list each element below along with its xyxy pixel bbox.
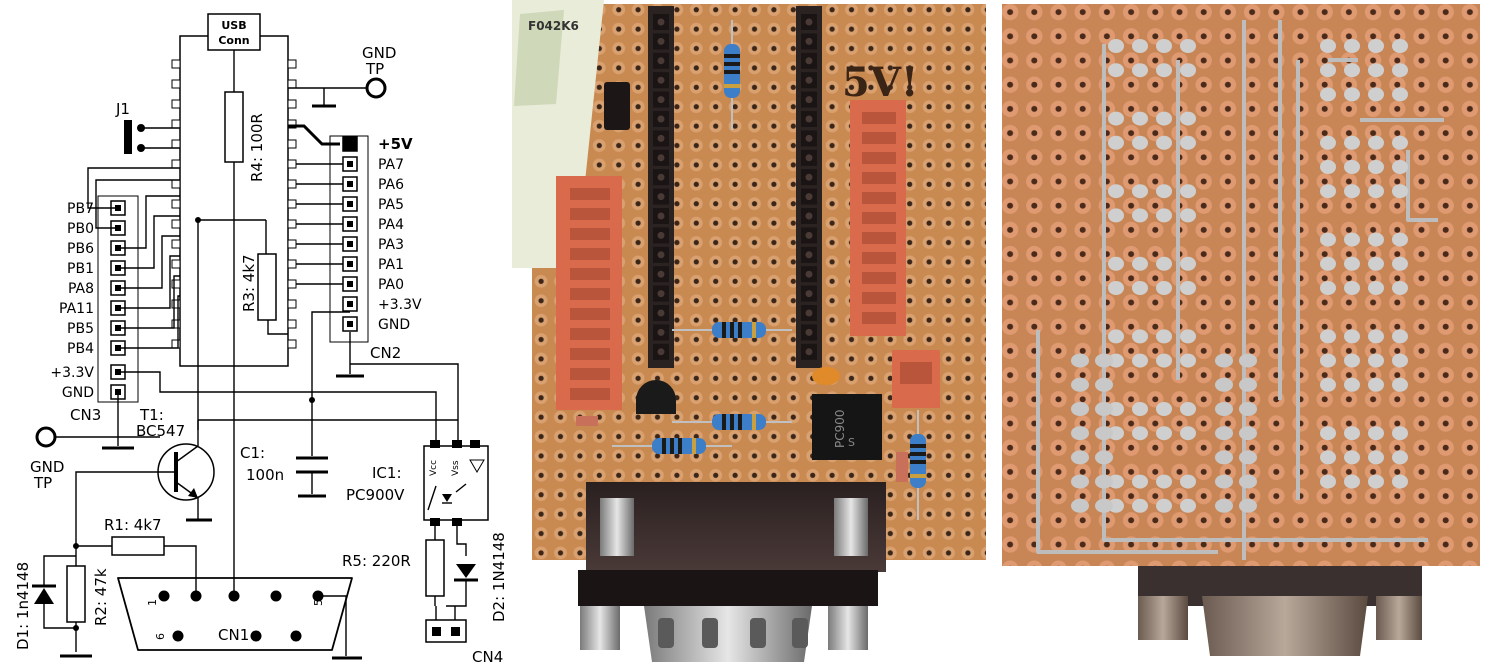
r3-label: R3: 4k7 [240,254,258,312]
cn3-pin-label: PA11 [59,301,94,317]
r2-label: R2: 47k [92,568,110,626]
jumper-j1-photo [604,82,630,130]
cn1-pin5-label: 5 [312,599,325,606]
gnd-testpoint-top [365,77,387,99]
capacitor-c1-photo [812,367,840,385]
ic-pc900-photo [812,394,882,460]
marking-5v: 5V! [842,59,918,106]
cn3-pin-label: GND [62,385,94,401]
cn3-pin-label: PB4 [67,341,94,357]
cn2-pin-label: +5V [378,135,413,153]
c1-value: 100n [246,466,284,484]
board-photo-component-side: F042K6 5V! PC900 S [512,0,994,672]
solder-side-image [1002,4,1480,656]
cn2-pin-label: PA3 [378,237,404,253]
cn2-pin-label: PA1 [378,257,404,273]
cn1-dsub-connector [117,577,353,651]
d1-label: D1: 1n4148 [14,562,32,650]
resistor-r1 [111,536,165,556]
usb-conn-label-1: USB [221,19,246,32]
ic-mark2: S [848,436,855,449]
resistor-r5 [425,539,445,597]
cn3-label: CN3 [70,406,101,424]
ic1-label: IC1: [372,464,402,482]
diode-d1 [34,588,54,604]
gnd-testpoint-left [35,426,57,448]
cn2-pin-label: PA6 [378,177,404,193]
gnd-tp-top-label: GND [362,44,396,62]
ic-vss-label: Vss [451,460,461,476]
t1-label: T1: [139,406,164,424]
cn2-pin-label: PA0 [378,277,404,293]
resistor-r2 [66,565,86,623]
cn2-pin-label: PA5 [378,197,404,213]
c1-label: C1: [240,444,265,462]
usb-conn-label-2: Conn [218,34,249,47]
solder-traces [1036,20,1444,560]
cn2-pin-label: PA4 [378,217,404,233]
tp-left-label: TP [33,474,52,492]
component-side-image: F042K6 5V! PC900 S [512,0,986,662]
cn2-label: CN2 [370,344,401,362]
cn1-pin9-label: 9 [290,633,303,640]
cn1-pin1-label: 1 [146,599,159,606]
board-photo-solder-side [998,0,1486,672]
jumper-j1 [124,120,132,154]
gnd-tp-left-label: GND [30,458,64,476]
cn3-pin-label: PB1 [67,261,94,277]
cn1-pin6-label: 6 [154,633,167,640]
r1-label: R1: 4k7 [104,516,162,534]
circuit-schematic: USB Conn R4: 100R R3: 4k7 GND TP J1 +5V P… [14,13,508,666]
cn2-pin-label: PA7 [378,157,404,173]
resistor-r4 [224,91,244,163]
ic1-part: PC900V [346,486,405,504]
ic-vcc-label: Vcc [429,460,439,476]
cn3-pin-label: PA8 [68,281,94,297]
cn4-connector [425,619,467,643]
cn4-label: CN4 [472,648,503,666]
d2-label: D2: 1N4148 [490,532,508,622]
cn3-pin-label: PB6 [67,241,94,257]
cn3-pin-label: +3.3V [50,365,94,381]
module-label: F042K6 [528,19,579,33]
tp-top-label: TP [365,60,384,78]
j1-label: J1 [115,100,130,118]
cn3-pin-label: PB7 [67,201,94,217]
t1-part: BC547 [136,422,185,440]
resistor-r3 [257,253,277,321]
cn3-pin-label: PB5 [67,321,94,337]
ic-mark: PC900 [833,409,847,448]
transistor-t1-photo [636,380,676,414]
r4-label: R4: 100R [248,113,266,182]
optocoupler-ic1 [423,445,489,521]
mcu-pin-stubs [171,59,297,349]
cn2-pin-label: GND [378,317,410,333]
cn2-pin-label: +3.3V [378,297,422,313]
cn2-outline [329,135,369,343]
cn1-label: CN1 [218,626,249,644]
cn3-pin-label: PB0 [67,221,94,237]
cn2-pin [342,136,358,152]
r5-label: R5: 220R [342,552,411,570]
diode-d2 [456,564,476,578]
